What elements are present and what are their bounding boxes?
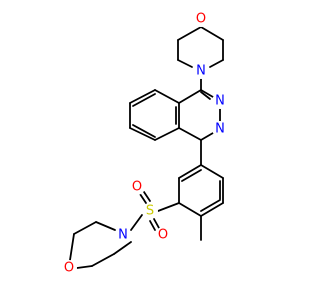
bond-line bbox=[177, 59, 193, 68]
atom-label-n-morpholine-top: N bbox=[196, 64, 206, 79]
bond-line bbox=[200, 132, 214, 141]
atom-n-phthalazine-2: N bbox=[212, 121, 228, 137]
atom-label-n-morpholine-bottom: N bbox=[118, 228, 128, 243]
bond-line bbox=[178, 127, 202, 141]
bond-line bbox=[200, 26, 224, 41]
bond-line bbox=[154, 89, 180, 104]
atom-bg bbox=[115, 227, 131, 243]
bond-line bbox=[200, 91, 211, 100]
bond-line bbox=[178, 89, 202, 104]
atom-label-o-morpholine-top: O bbox=[196, 12, 206, 27]
atom-bg bbox=[193, 11, 209, 27]
atom-label-o-morpholine-bottom: O bbox=[64, 261, 74, 276]
bond-line bbox=[154, 127, 180, 141]
atom-label-s-sulfonyl: S bbox=[146, 204, 154, 219]
bond-line bbox=[181, 169, 202, 182]
atom-label-n-phthalazine-1: N bbox=[215, 94, 225, 109]
atom-bg bbox=[212, 121, 228, 137]
atom-label-n-phthalazine-2: N bbox=[215, 122, 225, 137]
bond-line bbox=[69, 233, 75, 261]
atom-bg bbox=[193, 63, 209, 79]
molecule-structure-diagram: O N N N S O O N bbox=[61, 11, 228, 276]
atom-bg bbox=[212, 93, 228, 109]
bond-layer bbox=[69, 26, 224, 269]
atom-bg bbox=[155, 227, 171, 243]
bond-line bbox=[178, 202, 202, 217]
atom-n-morpholine-bottom: N bbox=[115, 227, 131, 243]
bond-line bbox=[132, 124, 156, 138]
atom-s-sulfonyl: S bbox=[142, 203, 158, 219]
bond-line bbox=[130, 214, 143, 231]
atom-label-o-sulfonyl-top: O bbox=[132, 180, 142, 195]
bond-line bbox=[177, 26, 202, 41]
atom-o-sulfonyl-top: O bbox=[129, 179, 145, 195]
bond-line bbox=[200, 199, 221, 212]
bond-line bbox=[157, 202, 180, 212]
bond-line bbox=[209, 59, 224, 68]
bond-line bbox=[200, 202, 224, 217]
atom-bg bbox=[129, 179, 145, 195]
atom-n-phthalazine-1: N bbox=[212, 93, 228, 109]
atom-label-layer: O N N N S O O N bbox=[61, 11, 228, 276]
atom-bg bbox=[142, 203, 158, 219]
atom-bg bbox=[61, 260, 77, 276]
bond-line bbox=[91, 253, 115, 267]
bond-line bbox=[129, 89, 156, 104]
bond-line bbox=[76, 265, 93, 269]
bond-line bbox=[200, 164, 224, 179]
bond-line bbox=[139, 193, 147, 204]
bond-line bbox=[73, 221, 97, 235]
bond-line bbox=[132, 93, 156, 107]
bond-line bbox=[113, 241, 132, 255]
atom-o-sulfonyl-bottom: O bbox=[155, 227, 171, 243]
bond-line bbox=[95, 221, 116, 231]
bond-line bbox=[200, 89, 214, 98]
bond-line bbox=[149, 220, 156, 231]
bond-line bbox=[143, 191, 151, 202]
bond-line bbox=[153, 218, 160, 229]
atom-o-morpholine-bottom: O bbox=[61, 260, 77, 276]
atom-n-morpholine-top: N bbox=[193, 63, 209, 79]
bond-line bbox=[178, 164, 202, 179]
atom-label-o-sulfonyl-bottom: O bbox=[158, 228, 168, 243]
bond-line bbox=[129, 127, 156, 141]
atom-o-morpholine-top: O bbox=[193, 11, 209, 27]
